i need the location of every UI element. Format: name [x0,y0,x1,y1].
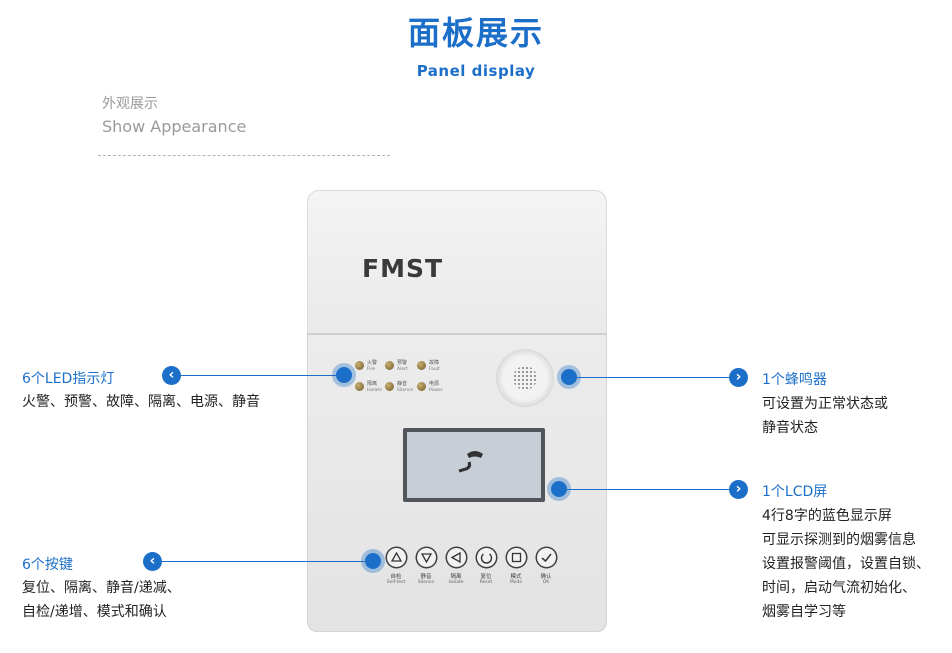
callout-lcd-line [567,489,729,490]
led-label-en: Power [429,388,443,393]
led-label-en: Fire [367,367,376,372]
triangle-left-icon [450,551,461,564]
led-label-en: Silence [397,388,414,393]
led-label-cn: 静音 [397,381,408,387]
led-silence [385,382,394,391]
reset-icon [480,553,493,564]
led-power [417,382,426,391]
led-fire [355,361,364,370]
triangle-up-icon [390,551,403,562]
led-label-cn: 故障 [429,360,440,366]
detector-panel-device: FMST 火警 Fire 预警 Alert 故障 Fault 隔离 Isolat… [307,190,607,632]
speaker-grill-icon [513,366,537,390]
section-divider [98,155,390,156]
callout-lcd-title: 1个LCD屏 [762,484,828,500]
button-label-en: Reset [479,580,493,585]
callout-buzzer-title: 1个蜂鸣器 [762,372,827,388]
isolate-button[interactable] [447,548,466,567]
self-test-button[interactable] [387,548,406,567]
button-label-cn: 确认 [540,574,552,580]
lcd-glyph-icon [458,451,483,473]
device-top-cover [307,190,607,336]
callout-lcd-desc-1: 4行8字的蓝色显示屏 [762,508,892,524]
triangle-down-icon [420,553,433,564]
square-icon [511,552,522,563]
callout-led-desc: 火警、预警、故障、隔离、电源、静音 [22,394,260,410]
led-label-cn: 电源 [429,381,440,387]
button-label-en: OK [542,580,550,585]
button-label-en: Silence [417,580,435,585]
chevron-left-icon: ‹ [162,366,181,385]
callout-keys-desc-2: 自检/递增、模式和确认 [22,604,167,620]
brand-logo: FMST [362,254,444,283]
mode-button[interactable] [507,548,526,567]
section-title-en: Show Appearance [102,117,247,136]
button-label-en: Mode [509,580,523,585]
callout-lcd-desc-3: 设置报警阈值，设置自锁、 [762,556,930,572]
button-label-cn: 隔离 [450,574,462,580]
led-label-en: Isolate [367,388,382,393]
buzzer-speaker [497,350,553,406]
chevron-left-icon: ‹ [143,552,162,571]
reset-button[interactable] [477,548,496,567]
ok-button[interactable] [537,548,556,567]
button-label-cn: 静音 [420,574,432,580]
led-alert [385,361,394,370]
callout-lcd-desc-2: 可显示探测到的烟雾信息 [762,532,916,548]
led-indicator-group: 火警 Fire 预警 Alert 故障 Fault 隔离 Isolate 静音 … [355,358,475,404]
callout-led-line [181,375,341,376]
device-seam [307,333,607,335]
led-isolate [355,382,364,391]
led-fault [417,361,426,370]
callout-buzzer-desc-1: 可设置为正常状态或 [762,396,888,412]
callout-lcd-desc-4: 时间，启动气流初始化、 [762,580,916,596]
callout-led-dot [336,367,352,383]
callout-led-title: 6个LED指示灯 [22,371,115,387]
silence-button[interactable] [417,548,436,567]
callout-keys-title: 6个按键 [22,557,73,573]
callout-buzzer-desc-2: 静音状态 [762,420,818,436]
page-subtitle: Panel display [416,62,536,80]
callout-keys-dot [365,553,381,569]
led-label-cn: 火警 [367,360,378,366]
button-row: 自检 Self-test 静音 Silence 隔离 Isolate 复位 Re… [387,548,567,598]
button-label-en: Self-test [386,580,406,585]
callout-buzzer-line [577,377,729,378]
led-label-en: Alert [397,367,408,372]
chevron-right-icon: › [729,480,748,499]
button-label-cn: 复位 [480,574,492,580]
callout-buzzer-dot [561,369,577,385]
button-label-cn: 自检 [390,574,402,580]
page-title: 面板展示 [407,14,544,52]
led-label-en: Fault [429,367,440,372]
section-title-cn: 外观展示 [102,96,158,112]
check-icon [541,553,552,563]
callout-lcd-dot [551,481,567,497]
led-label-cn: 隔离 [367,381,378,387]
chevron-right-icon: › [729,368,748,387]
callout-keys-desc-1: 复位、隔离、静音/递减、 [22,580,181,596]
led-label-cn: 预警 [397,360,408,366]
button-label-cn: 模式 [510,574,522,580]
lcd-screen [407,432,541,498]
button-label-en: Isolate [448,580,464,585]
callout-lcd-desc-5: 烟雾自学习等 [762,604,846,620]
callout-keys-line [162,561,367,562]
